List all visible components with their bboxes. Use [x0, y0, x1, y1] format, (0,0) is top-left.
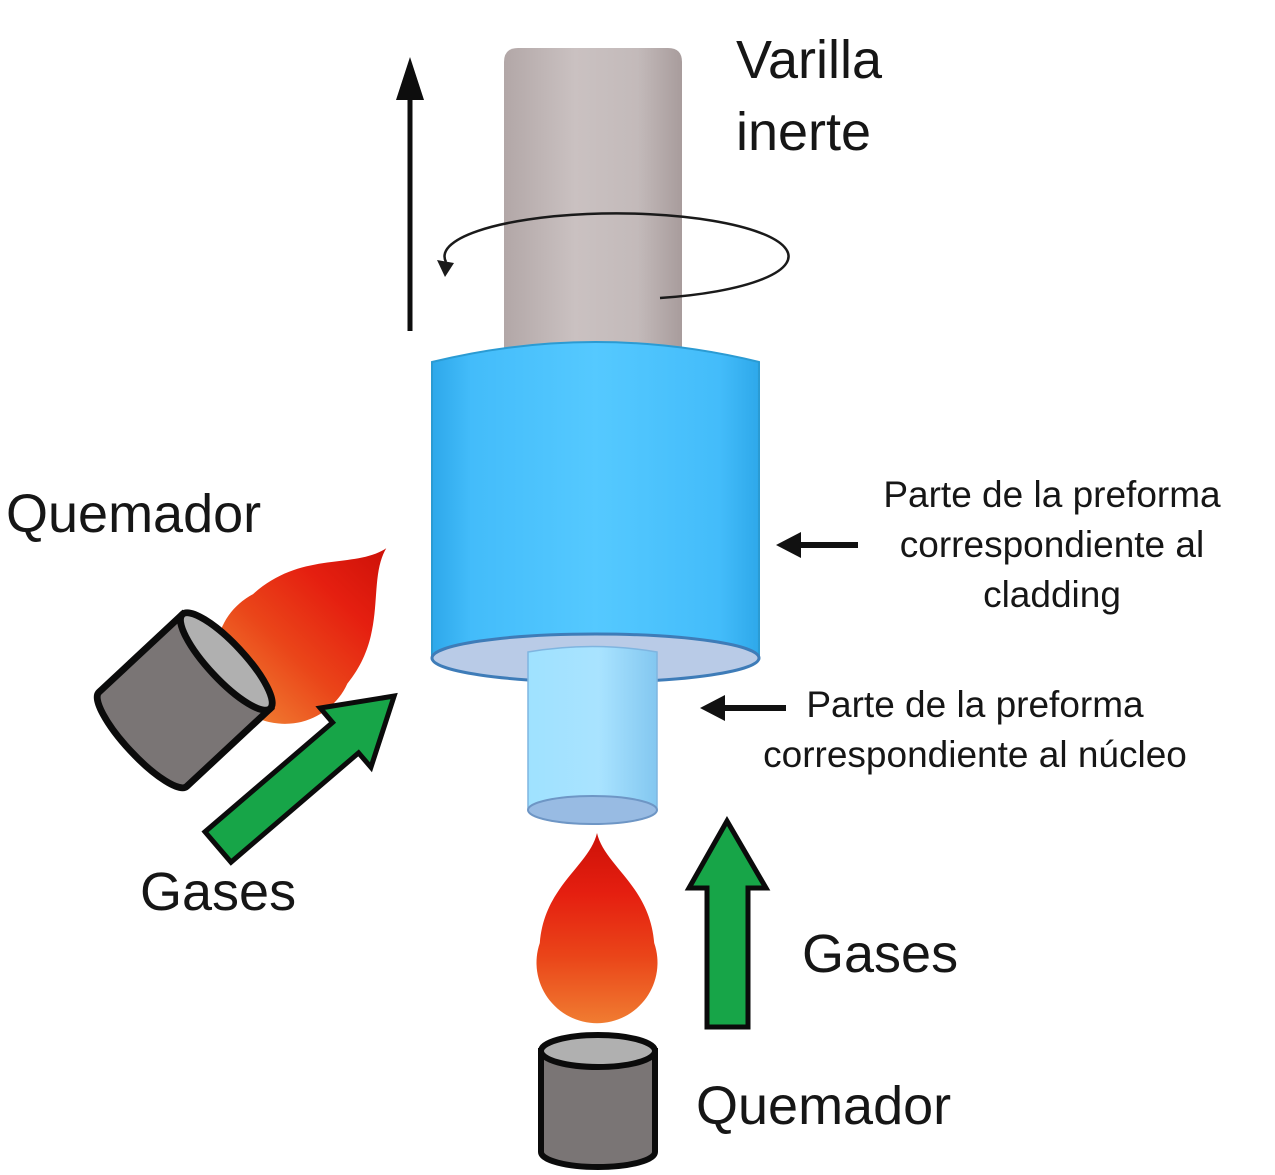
- bottom-burner-label: Quemador: [696, 1076, 952, 1136]
- gas-arrow-left: [201, 692, 398, 866]
- cladding-arrow-head: [776, 532, 801, 558]
- inert-rod-label: Varilla inerte: [736, 30, 883, 162]
- cladding-part-label: Parte de la preforma correspondiente al …: [883, 474, 1221, 615]
- bottom-burner: [538, 1032, 658, 1170]
- rotation-arrow-arc: [443, 212, 790, 300]
- up-arrow-head: [396, 57, 424, 100]
- right-gases-label: Gases: [802, 924, 959, 984]
- bottom-flame: [536, 833, 658, 1024]
- left-burner-label: Quemador: [6, 484, 262, 544]
- gas-arrow-up: [684, 815, 771, 1030]
- left-gases-label: Gases: [140, 862, 297, 922]
- left-burner: [93, 609, 276, 792]
- cladding-cylinder: [431, 341, 760, 683]
- core-cylinder-bottom: [527, 795, 658, 825]
- core-arrow-head: [700, 695, 725, 721]
- inert-rod: [504, 48, 682, 352]
- core-part-label: Parte de la preforma correspondiente al …: [763, 684, 1187, 775]
- rotation-arrow-head: [437, 260, 454, 277]
